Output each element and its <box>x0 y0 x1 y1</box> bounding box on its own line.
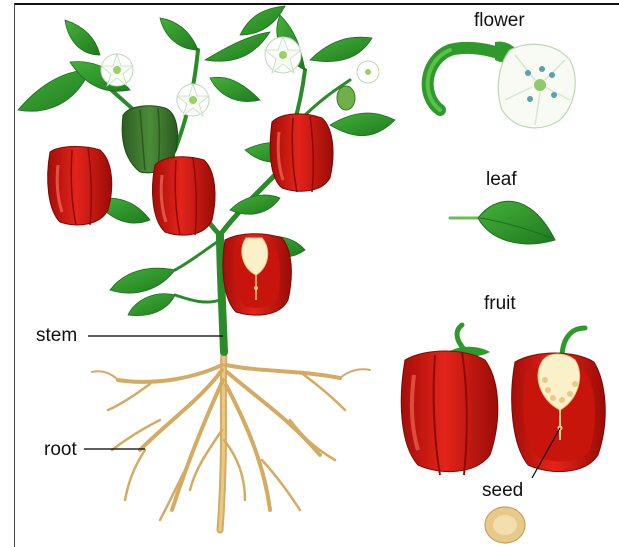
plant-stems <box>90 50 350 352</box>
fruit-cut-pepper <box>512 328 606 472</box>
stem-label: stem <box>36 326 77 345</box>
fruit-label: fruit <box>484 294 516 313</box>
root-system <box>92 350 370 530</box>
seed-detail <box>485 507 525 543</box>
flower-detail <box>428 42 576 128</box>
leaf-detail <box>450 201 555 244</box>
seed-label: seed <box>482 481 523 500</box>
fruit-whole-pepper <box>401 325 498 475</box>
plant-red-peppers <box>48 114 333 315</box>
flower-label: flower <box>474 11 525 30</box>
root-label: root <box>44 440 77 459</box>
leaf-label: leaf <box>486 170 517 189</box>
